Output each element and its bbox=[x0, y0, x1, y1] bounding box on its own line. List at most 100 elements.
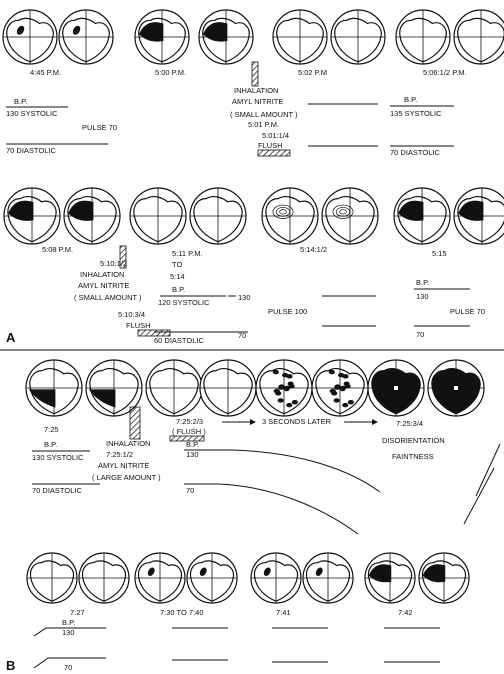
b-faintness: FAINTNESS bbox=[392, 452, 434, 461]
bp-end-130: 130 bbox=[416, 292, 429, 301]
panel-a-row-1 bbox=[2, 9, 504, 65]
b2-bp-label: B.P. bbox=[62, 618, 75, 627]
lung-circle-b1-5 bbox=[255, 359, 313, 417]
flush-bar-1 bbox=[257, 149, 291, 157]
b-bp-systolic: 130 SYSTOLIC bbox=[32, 453, 84, 462]
lung-circle-b2-1 bbox=[26, 552, 78, 604]
panel-b-row-1 bbox=[25, 359, 485, 417]
flush1-time: 5:01:1/4 bbox=[262, 131, 289, 140]
lung-circle-b2-6 bbox=[302, 552, 354, 604]
lung-circle-a2-5 bbox=[261, 187, 319, 245]
b-bp-diastolic: 70 DIASTOLIC bbox=[32, 486, 82, 495]
b2-diastolic-line bbox=[33, 657, 106, 669]
b-bp-label-2: B.P. bbox=[186, 440, 199, 449]
b-disorientation: DISORIENTATION bbox=[382, 436, 445, 445]
bp-mid-diastolic: 60 DIASTOLIC bbox=[154, 336, 204, 345]
bp-right-systolic: 135 SYSTOLIC bbox=[390, 109, 442, 118]
bp-mid-systolic: 120 SYSTOLIC bbox=[158, 298, 210, 307]
pulse-mid: PULSE 100 bbox=[268, 307, 307, 316]
time-500: 5:00 P.M. bbox=[155, 68, 186, 77]
lung-circle-b1-3 bbox=[145, 359, 203, 417]
inhalation1-line1: INHALATION bbox=[234, 86, 278, 95]
b-inhalation-line3: ( LARGE AMOUNT ) bbox=[92, 473, 161, 482]
b2-systolic-line bbox=[33, 627, 106, 637]
b-bp-70: 70 bbox=[186, 486, 194, 495]
time-511-to: TO bbox=[172, 260, 182, 269]
lung-circle-a2-2 bbox=[63, 187, 121, 245]
time-730: 7:30 TO 7:40 bbox=[160, 608, 204, 617]
b2-bp-70: 70 bbox=[64, 663, 72, 672]
inhalation-bar-1 bbox=[251, 61, 259, 87]
lung-circle-a2-4 bbox=[189, 187, 247, 245]
inhalation-bar-b bbox=[129, 406, 141, 440]
arrow-2-head bbox=[372, 419, 378, 425]
panel-b-label: B bbox=[6, 658, 15, 673]
bp-right-label: B.P. bbox=[404, 95, 417, 104]
b-inhalation-line2: AMYL NITRITE bbox=[98, 461, 149, 470]
lung-circle-b1-4 bbox=[199, 359, 257, 417]
time-5145: 5:14:1/2 bbox=[300, 245, 327, 254]
b-bp-130: 130 bbox=[186, 450, 199, 459]
lung-circle-b2-2 bbox=[78, 552, 130, 604]
panel-b-row-2 bbox=[26, 552, 470, 604]
inhalation1-line3: ( SMALL AMOUNT ) bbox=[230, 110, 298, 119]
bp-left-systolic: 130 SYSTOLIC bbox=[6, 109, 58, 118]
inhalation-bar-2 bbox=[119, 245, 127, 269]
flush-bar-2 bbox=[137, 329, 171, 337]
lung-circle-a1-7 bbox=[395, 9, 451, 65]
bp-end-label: B.P. bbox=[416, 278, 429, 287]
lung-circle-a1-4 bbox=[198, 9, 254, 65]
arrow-1-head bbox=[250, 419, 256, 425]
lung-circle-a2-1 bbox=[3, 187, 61, 245]
b-flush-label: ( FLUSH ) bbox=[172, 427, 206, 436]
b2-bp-130: 130 bbox=[62, 628, 75, 637]
time-741: 7:41 bbox=[276, 608, 291, 617]
time-515: 5:15 bbox=[432, 249, 447, 258]
panel-a-label: A bbox=[6, 330, 16, 345]
time-742: 7:42 bbox=[398, 608, 413, 617]
time-511: 5:11 P.M. bbox=[172, 249, 203, 258]
lung-circle-b2-5 bbox=[250, 552, 302, 604]
lung-circle-a2-6 bbox=[321, 187, 379, 245]
lung-circle-a1-5 bbox=[272, 9, 328, 65]
time-5065: 5:06:1/2 P.M. bbox=[423, 68, 467, 77]
time-727: 7:27 bbox=[70, 608, 85, 617]
time-725: 7:25 bbox=[44, 425, 59, 434]
time-502: 5:02 P.M bbox=[298, 68, 327, 77]
lung-circle-a1-1 bbox=[2, 9, 58, 65]
pulse-end: PULSE 70 bbox=[450, 307, 485, 316]
inhalation1-time: 5:01 P.M. bbox=[248, 120, 279, 129]
flush-bar-b bbox=[169, 435, 205, 442]
panel-a-row-2 bbox=[3, 187, 504, 245]
bp-end-70: 70 bbox=[416, 330, 424, 339]
pulse-left: PULSE 70 bbox=[82, 123, 117, 132]
lung-circle-b2-7 bbox=[364, 552, 416, 604]
time-514: 5:14 bbox=[170, 272, 185, 281]
b-flush-time: 7:25:2/3 bbox=[176, 417, 203, 426]
lung-circle-b2-3 bbox=[134, 552, 186, 604]
lung-circle-b1-7 bbox=[367, 359, 425, 417]
lung-circle-a2-7 bbox=[393, 187, 451, 245]
lung-circle-a1-6 bbox=[330, 9, 386, 65]
b-break-line-2 bbox=[463, 467, 495, 525]
flush2-time: 5:10:3/4 bbox=[118, 310, 145, 319]
inhalation2-line3: ( SMALL AMOUNT ) bbox=[74, 293, 142, 302]
inhalation2-line1: INHALATION bbox=[80, 270, 124, 279]
lung-circle-a1-8 bbox=[453, 9, 504, 65]
lung-circle-a2-8 bbox=[453, 187, 504, 245]
lung-circle-a1-2 bbox=[58, 9, 114, 65]
lung-circle-a1-3 bbox=[134, 9, 190, 65]
bp-right-diastolic: 70 DIASTOLIC bbox=[390, 148, 440, 157]
b-break-line-1 bbox=[475, 443, 501, 497]
bp-mid-70: 70 bbox=[238, 331, 246, 340]
flush2-label: FLUSH bbox=[126, 321, 151, 330]
inhalation2-time: 5:10:1/2 bbox=[100, 259, 127, 268]
b-bp-label: B.P. bbox=[44, 440, 57, 449]
lung-circle-b1-1 bbox=[25, 359, 83, 417]
lung-circle-b2-4 bbox=[186, 552, 238, 604]
b-later: 3 SECONDS LATER bbox=[262, 417, 332, 426]
lung-circle-b2-8 bbox=[418, 552, 470, 604]
b-systolic-curve bbox=[184, 449, 381, 493]
inhalation2-line2: AMYL NITRITE bbox=[78, 281, 129, 290]
